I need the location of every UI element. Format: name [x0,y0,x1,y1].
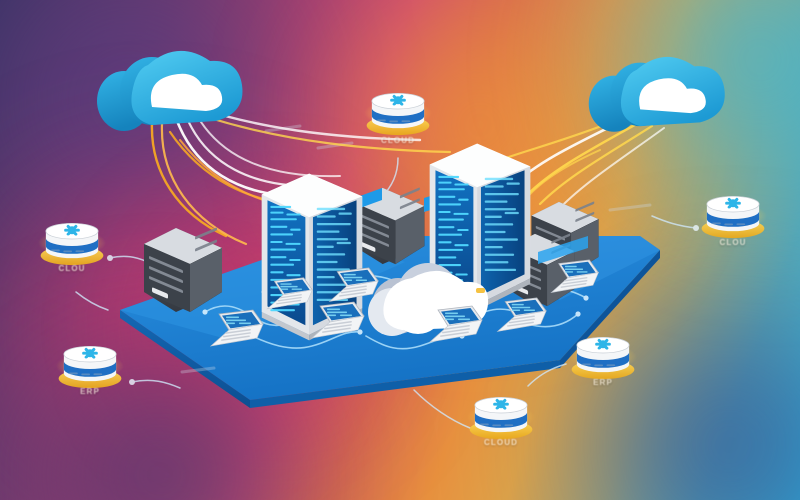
database-node-right-upper[interactable] [699,195,767,239]
server-tower-left[interactable] [144,227,222,312]
database-node-left-lower[interactable] [56,345,124,389]
cloud-node-top-right [588,56,725,132]
database-node-top-center[interactable] [364,92,432,136]
database-node-left-upper[interactable] [38,222,106,266]
database-node-right-lower[interactable] [569,336,637,380]
cloud-node-top-left [97,50,243,131]
external-network-links [75,157,699,429]
database-node-bottom-center[interactable] [467,396,535,440]
